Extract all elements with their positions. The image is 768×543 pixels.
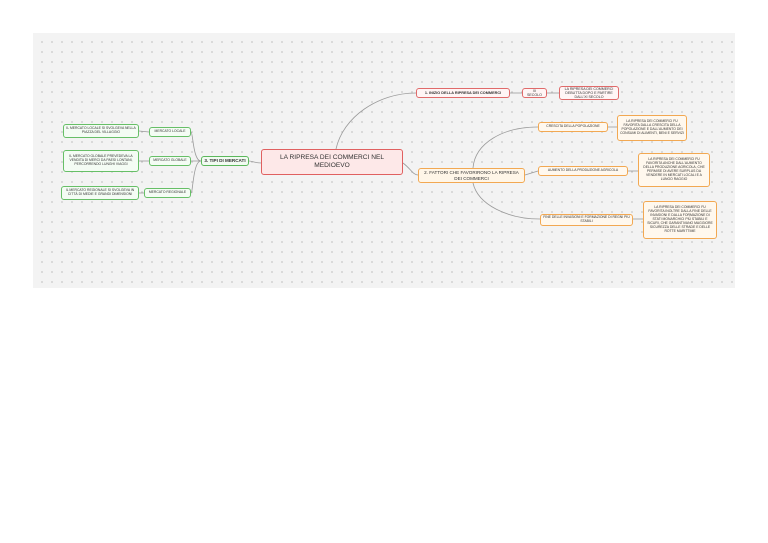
market-local-note[interactable]: IL MERCATO LOCALE SI SVOLGEVA NELLA PIAZ… xyxy=(63,124,139,138)
central-topic[interactable]: LA RIPRESA DEI COMMERCI NEL MEDIOEVO xyxy=(261,149,403,175)
century-note[interactable]: LA RIPRESA DEI COMMERCI DEBUTTA DOPO E P… xyxy=(559,86,619,100)
factor-population-growth-note[interactable]: LA RIPRESA DEI COMMERCI FU FAVORITA DALL… xyxy=(617,115,687,141)
branch-start-of-trade-revival[interactable]: 1. INIZIO DELLA RIPRESA DEI COMMERCI xyxy=(416,88,510,98)
link-central-branch3 xyxy=(248,160,262,164)
link-central-branch2 xyxy=(402,162,419,176)
link-item1-note-l xyxy=(138,130,150,133)
link-branch3-item3 xyxy=(190,160,202,194)
factor-agricultural-production[interactable]: AUMENTO DELLA PRODUZIONE AGRICOLA xyxy=(538,166,628,176)
factor-end-of-invasions[interactable]: FINE DELLE INVASIONI E FORMAZIONE DI REG… xyxy=(540,214,633,226)
market-regional[interactable]: MERCATO REGIONALE xyxy=(144,188,191,198)
branch-market-types[interactable]: 3. TIPI DI MERCATI xyxy=(201,156,249,166)
mind-map-canvas[interactable]: LA RIPRESA DEI COMMERCI NEL MEDIOEVO 1. … xyxy=(33,33,735,288)
century-node[interactable]: XI SECOLO xyxy=(522,88,547,98)
market-global[interactable]: MERCATO GLOBALE xyxy=(149,156,191,166)
factor-end-of-invasions-note[interactable]: LA RIPRESA DEI COMMERCI FU FAVORITA INOL… xyxy=(643,201,717,239)
link-branch2-item2 xyxy=(524,170,539,176)
connector-lines xyxy=(138,92,643,220)
link-central-branch1 xyxy=(335,92,417,150)
link-branch2-item1 xyxy=(472,126,539,169)
market-local[interactable]: MERCATO LOCALE xyxy=(149,127,191,137)
link-branch3-item1 xyxy=(190,131,202,162)
market-global-note[interactable]: IL MERCATO GLOBALE PREVEDEVA LA VENDITA … xyxy=(63,150,139,172)
factor-agricultural-production-note[interactable]: LA RIPRESA DEI COMMERCI FU FAVORITA ANCH… xyxy=(638,153,710,187)
link-branch2-item3 xyxy=(472,182,541,220)
factor-population-growth[interactable]: CRESCITA DELLA POPOLAZIONE xyxy=(538,122,608,132)
market-regional-note[interactable]: IL MERCATO REGIONALE SI SVOLGEVA IN CITT… xyxy=(61,186,139,200)
branch-favouring-factors[interactable]: 2. FATTORI CHE FAVORIRONO LA RIPRESA DEI… xyxy=(418,168,525,183)
